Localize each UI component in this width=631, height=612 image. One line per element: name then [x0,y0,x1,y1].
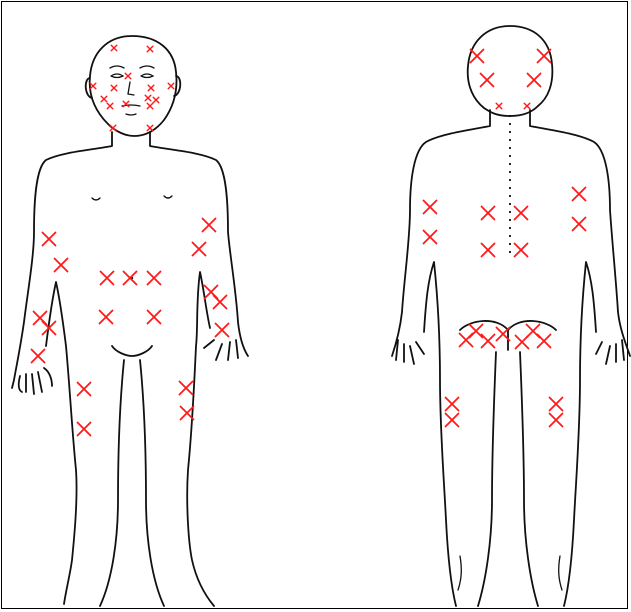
front-mark [216,324,229,337]
front-mark [78,383,91,396]
front-mark [148,311,161,324]
front-mark [147,46,153,52]
front-left-eye [111,74,123,78]
back-spine-dots [509,115,511,253]
front-mark [111,85,117,91]
front-left-nipple [92,198,100,200]
front-mark [203,219,216,232]
front-mark [101,96,107,102]
front-mark [168,83,174,89]
front-chin [126,114,136,115]
front-right-brow [140,66,154,68]
back-mark [482,244,495,257]
front-mark [100,311,113,324]
back-mark [524,103,530,109]
front-nose [128,82,134,95]
back-mark [470,325,483,338]
back-mark [481,74,494,87]
back-mark [528,74,541,87]
back-mark [446,398,459,411]
back-mark [424,231,437,244]
front-inner-legs [100,346,164,606]
back-body-outline [392,110,630,606]
front-mark [32,350,45,363]
front-mark [43,233,56,246]
back-body-figure [392,26,630,606]
front-right-nipple [164,196,172,198]
front-mark [148,85,154,91]
front-mark [125,73,131,79]
back-left-heel [458,556,461,590]
back-mark [482,335,495,348]
front-left-brow [110,66,124,68]
front-mark [193,243,206,256]
front-right-eye [141,74,153,78]
back-right-heel [559,556,562,590]
back-buttocks [460,321,556,606]
front-mark [147,103,153,109]
front-mark [145,95,151,101]
front-mark [124,272,137,285]
front-mark [90,83,96,89]
back-mark [424,201,437,214]
back-mark [538,335,551,348]
front-mark [214,296,227,309]
front-mark [110,125,116,131]
back-marks-layer [424,50,586,427]
back-mark [515,207,528,220]
front-mark [111,45,117,51]
front-body-outline [12,132,248,606]
front-mark [153,97,159,103]
back-mark [471,50,484,63]
back-mark [496,103,502,109]
front-mark [107,103,113,109]
front-mark [148,272,161,285]
back-mark [482,207,495,220]
front-mark [147,125,153,131]
front-head-outline [90,36,177,136]
back-mark [550,414,563,427]
back-mark [538,50,551,63]
back-mark [573,218,586,231]
front-marks-layer [32,45,229,435]
front-mark [180,382,193,395]
back-mark [573,188,586,201]
back-mark [446,414,459,427]
back-head-outline [468,26,553,116]
front-mark [78,423,91,436]
front-body-figure [12,36,248,606]
front-mark [101,272,114,285]
front-mark [55,259,68,272]
back-mark [515,244,528,257]
back-mark [550,398,563,411]
